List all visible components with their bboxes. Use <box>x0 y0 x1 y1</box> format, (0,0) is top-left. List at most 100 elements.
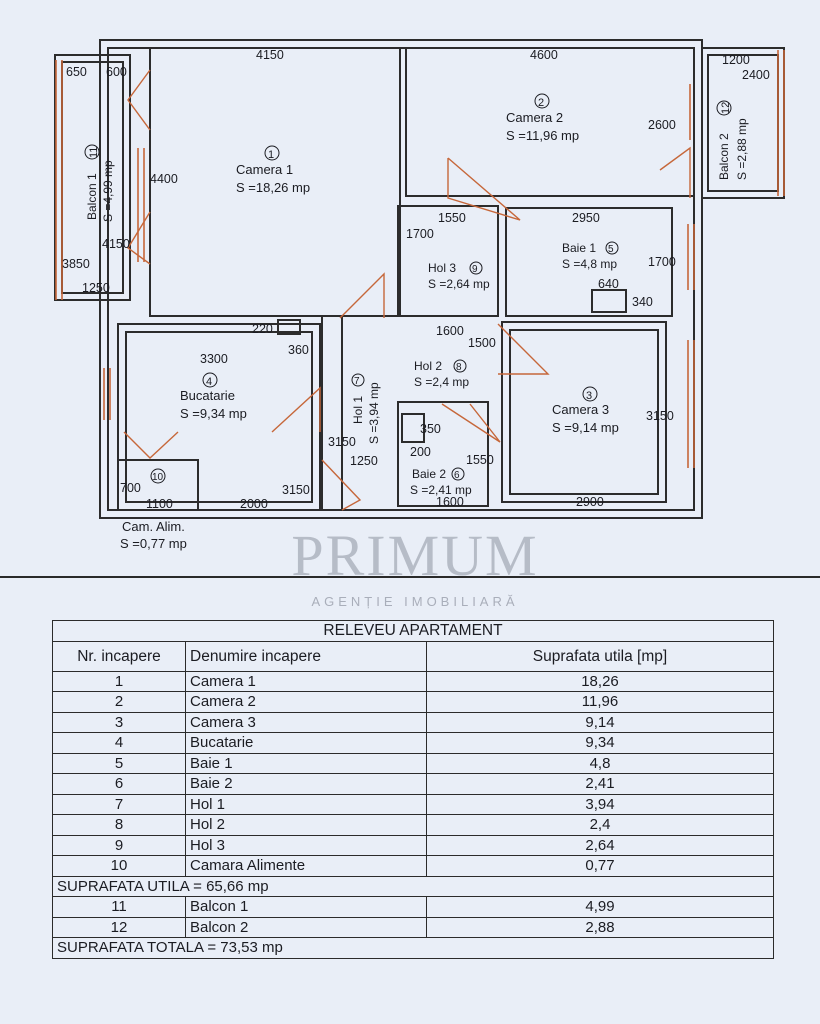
room-name: Baie 1 <box>562 241 596 255</box>
room-number: 3 <box>586 390 592 402</box>
cell-nr: 1 <box>52 670 186 692</box>
room-area: S =0,77 mp <box>120 536 187 551</box>
cell-nr: 8 <box>52 814 186 836</box>
dimension-label: 2950 <box>572 211 600 225</box>
dimension-label: 1250 <box>350 454 378 468</box>
cell-area: 2,64 <box>426 834 774 856</box>
cell-area: 2,88 <box>426 916 774 938</box>
cell-nr: 4 <box>52 732 186 754</box>
dimension-label: 2400 <box>742 68 770 82</box>
cell-nr: 6 <box>52 773 186 795</box>
cell-area: 4,99 <box>426 896 774 918</box>
dimension-label: 2000 <box>240 497 268 511</box>
table-title: RELEVEU APARTAMENT <box>52 620 774 642</box>
floor-plan: 4150 4600 1200 2400 650 600 4400 4150 38… <box>54 39 785 551</box>
room-number: 8 <box>456 362 462 373</box>
room-area: S =4,99 mp <box>101 160 115 222</box>
room-name: Camera 2 <box>506 110 563 125</box>
cell-area: 4,8 <box>426 752 774 774</box>
room-name: Balcon 1 <box>85 173 99 220</box>
walls <box>54 39 785 519</box>
dimension-label: 650 <box>66 65 87 79</box>
dimension-label: 220 <box>252 322 273 336</box>
dimension-label: 3150 <box>328 435 356 449</box>
cell-name: Camera 3 <box>185 711 427 733</box>
room-name: Hol 3 <box>428 261 456 275</box>
dimension-label: 3850 <box>62 257 90 271</box>
dimension-label: 1250 <box>82 281 110 295</box>
room-name: Baie 2 <box>412 467 446 481</box>
dimension-label: 1600 <box>436 495 464 509</box>
dimension-label: 4600 <box>530 48 558 62</box>
cell-name: Hol 1 <box>185 793 427 815</box>
room-number: 5 <box>608 244 614 255</box>
dimension-label: 1550 <box>438 211 466 225</box>
total-area: SUPRAFATA TOTALA = 73,53 mp <box>52 937 774 959</box>
watermark-logo: PRIMUM <box>291 523 539 588</box>
room-area: S =2,88 mp <box>735 118 749 180</box>
dimension-label: 360 <box>288 343 309 357</box>
room-name: Balcon 2 <box>717 133 731 180</box>
cell-nr: 10 <box>52 855 186 877</box>
dimension-label: 3150 <box>646 409 674 423</box>
room-number: 12 <box>720 102 732 114</box>
dimension-label: 1600 <box>436 324 464 338</box>
dimension-label: 3150 <box>282 483 310 497</box>
room-name: Hol 2 <box>414 359 442 373</box>
cell-name: Camera 1 <box>185 670 427 692</box>
cell-area: 18,26 <box>426 670 774 692</box>
dimension-label: 200 <box>410 445 431 459</box>
cell-area: 11,96 <box>426 691 774 713</box>
dimension-label: 340 <box>632 295 653 309</box>
cell-nr: 2 <box>52 691 186 713</box>
room-number: 1 <box>268 149 274 161</box>
room-area: S =11,96 mp <box>506 128 579 143</box>
room-name: Hol 1 <box>351 396 365 424</box>
room-area: S =18,26 mp <box>236 180 310 195</box>
room-number: 11 <box>88 147 100 158</box>
watermark-tagline: AGENȚIE IMOBILIARĂ <box>311 594 519 609</box>
cell-nr: 5 <box>52 752 186 774</box>
cell-area: 2,41 <box>426 773 774 795</box>
cell-area: 9,14 <box>426 711 774 733</box>
room-name: Camera 1 <box>236 162 293 177</box>
cell-name: Hol 2 <box>185 814 427 836</box>
room-area: S =2,4 mp <box>414 375 469 389</box>
cell-nr: 11 <box>52 896 186 918</box>
windows <box>55 50 785 468</box>
cell-name: Bucatarie <box>185 732 427 754</box>
cell-area: 3,94 <box>426 793 774 815</box>
dimension-label: 1700 <box>648 255 676 269</box>
dimension-label: 2600 <box>648 118 676 132</box>
cell-name: Balcon 1 <box>185 896 427 918</box>
area-table: RELEVEU APARTAMENT Nr. incapere Denumire… <box>52 620 774 959</box>
cell-area: 9,34 <box>426 732 774 754</box>
dimension-label: 2900 <box>576 495 604 509</box>
room-number: 2 <box>538 97 544 109</box>
room-area: S =4,8 mp <box>562 257 617 271</box>
room-area: S =9,34 mp <box>180 406 247 421</box>
room-number: 9 <box>472 264 478 275</box>
room-area: S =9,14 mp <box>552 420 619 435</box>
column-header: Suprafata utila [mp] <box>426 640 774 672</box>
room-number: 7 <box>354 376 360 387</box>
cell-nr: 9 <box>52 834 186 856</box>
cell-name: Baie 2 <box>185 773 427 795</box>
dimension-label: 640 <box>598 277 619 291</box>
cell-nr: 3 <box>52 711 186 733</box>
usable-area-total: SUPRAFATA UTILA = 65,66 mp <box>52 875 774 897</box>
room-number: 10 <box>152 472 164 483</box>
dimension-label: 4150 <box>102 237 130 251</box>
column-header: Denumire incapere <box>185 640 427 672</box>
dimension-label: 600 <box>106 65 127 79</box>
